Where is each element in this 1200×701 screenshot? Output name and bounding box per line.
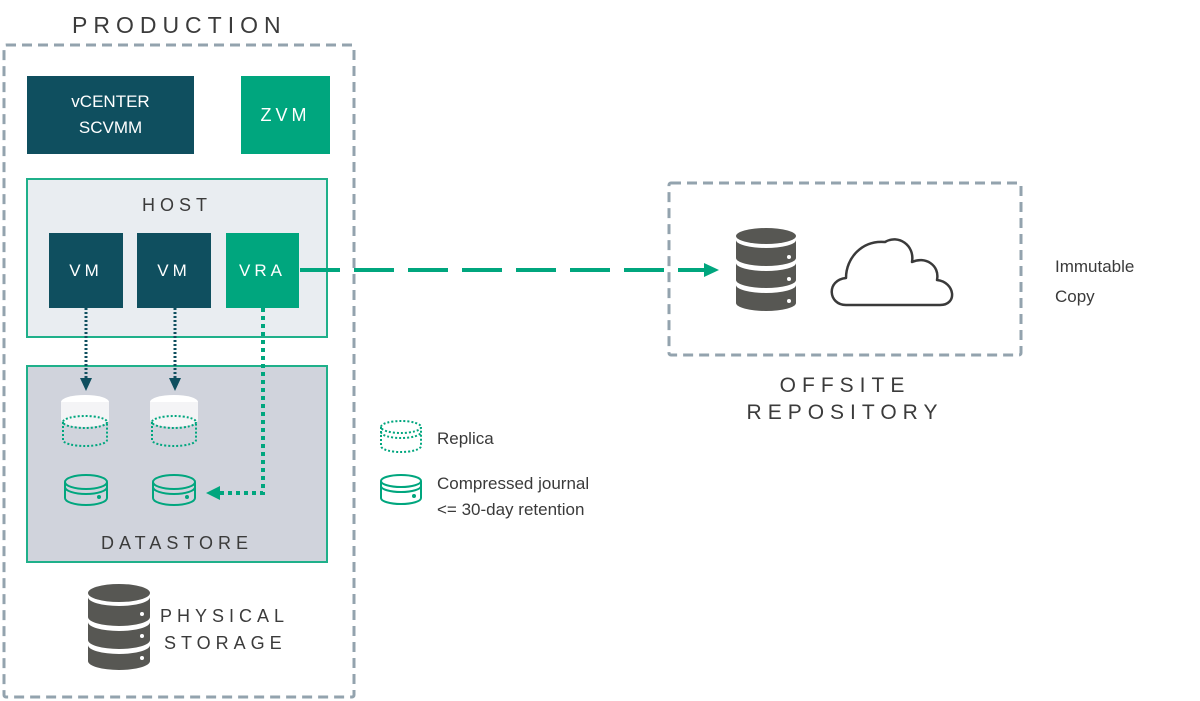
legend-replica-icon: [380, 420, 422, 453]
journal-icon-2: [152, 474, 196, 506]
storage-label: STORAGE: [164, 633, 287, 653]
vra-journal-arrowhead: [206, 486, 220, 500]
production-title: PRODUCTION: [72, 12, 287, 38]
legend-replica-label: Replica: [437, 429, 494, 448]
vm-box-2[interactable]: VM: [137, 233, 211, 308]
legend-journal-line1: Compressed journal: [437, 474, 590, 493]
physical-storage-icon: [88, 584, 150, 670]
offsite-title: OFFSITE REPOSITORY: [720, 372, 970, 426]
vra-label: VRA: [239, 260, 286, 280]
journal-icon-1: [64, 474, 108, 506]
legend-journal-line2: <= 30-day retention: [437, 500, 585, 519]
host-title: HOST: [141, 195, 212, 215]
immutable-label: Immutable: [1055, 257, 1135, 276]
offsite-label: OFFSITE: [779, 374, 911, 397]
physical-label: PHYSICAL: [160, 606, 290, 626]
replica-icon-2: [150, 395, 198, 447]
vra-to-journal-connector: [220, 308, 265, 495]
vra-box[interactable]: VRA: [226, 233, 299, 308]
vm-label-1: VM: [69, 260, 103, 280]
physical-storage-label: PHYSICAL STORAGE: [160, 603, 289, 657]
zvm-box[interactable]: ZVM: [241, 76, 330, 154]
vm-box-1[interactable]: VM: [49, 233, 123, 308]
replica-icon-1: [61, 395, 109, 447]
vcenter-label: vCENTER: [71, 92, 150, 111]
zvm-label: ZVM: [260, 104, 311, 125]
cloud-icon: [830, 238, 954, 307]
legend-journal-label: Compressed journal <= 30-day retention: [437, 471, 589, 523]
repository-label: REPOSITORY: [746, 401, 944, 424]
datastore-title: DATASTORE: [100, 533, 253, 553]
offsite-arrowhead: [704, 263, 719, 277]
production-container: [2, 43, 356, 699]
copy-label: Copy: [1055, 287, 1095, 306]
immutable-copy-note: Immutable Copy: [1055, 252, 1134, 312]
vm-label-2: VM: [157, 260, 191, 280]
offsite-container: [667, 181, 1023, 357]
vcenter-scvmm-box[interactable]: vCENTER SCVMM: [27, 76, 194, 154]
vm2-arrowhead: [169, 378, 181, 391]
vm1-arrowhead: [80, 378, 92, 391]
offsite-database-icon: [736, 228, 796, 311]
scvmm-label: SCVMM: [78, 118, 143, 137]
legend-journal-icon: [380, 474, 422, 505]
